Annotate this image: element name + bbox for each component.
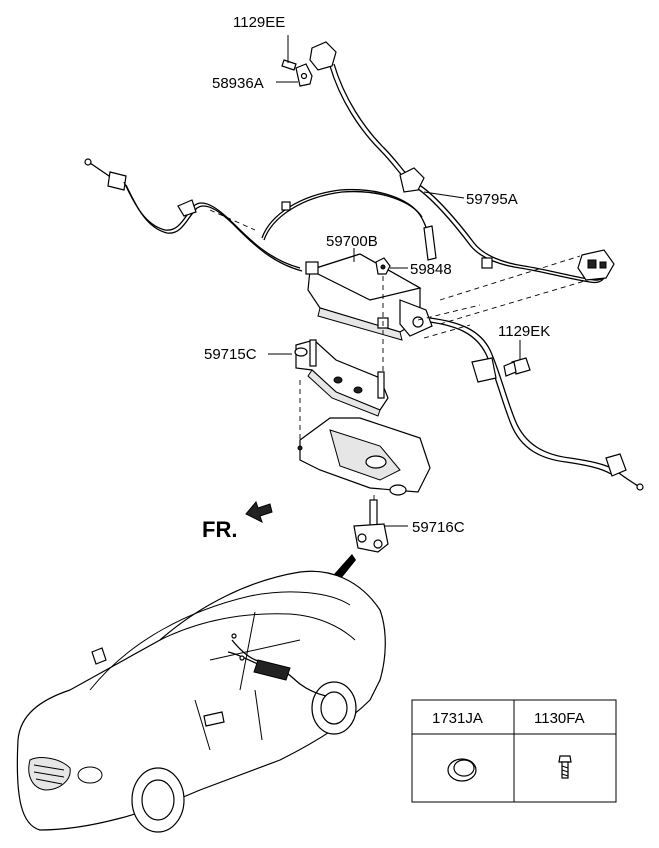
label-1129ek: 1129EK xyxy=(498,323,550,340)
bolt-1130fa-icon xyxy=(558,755,572,779)
actuator-59700b xyxy=(305,253,433,341)
front-direction-arrow: FR. xyxy=(202,500,273,542)
label-59716c: 59716C xyxy=(412,519,465,536)
bolt-1129ee-part xyxy=(281,35,297,71)
bracket-59716c xyxy=(353,499,389,553)
bolt-1129ek-part xyxy=(503,357,531,377)
label-59848: 59848 xyxy=(410,261,452,278)
floor-panel xyxy=(297,417,431,496)
label-59715c: 59715C xyxy=(204,346,257,363)
label-fr: FR. xyxy=(202,517,237,542)
car-illustration xyxy=(16,570,386,833)
label-59795a: 59795A xyxy=(466,191,518,208)
bracket-59715c xyxy=(294,339,389,417)
legend-col2-label: 1130FA xyxy=(534,710,585,727)
cable-59795a xyxy=(309,41,615,284)
plug-1731ja-icon xyxy=(447,758,477,782)
parts-legend-table: 1731JA 1130FA xyxy=(411,699,617,803)
nut-59848-part xyxy=(375,257,391,275)
cable-front xyxy=(429,317,644,491)
label-1129ee: 1129EE xyxy=(233,14,285,31)
label-59700b: 59700B xyxy=(326,233,378,250)
label-58936a: 58936A xyxy=(212,75,264,92)
bracket-58936a-part xyxy=(295,63,313,87)
legend-col1-label: 1731JA xyxy=(432,710,483,727)
cable-left xyxy=(84,158,303,272)
